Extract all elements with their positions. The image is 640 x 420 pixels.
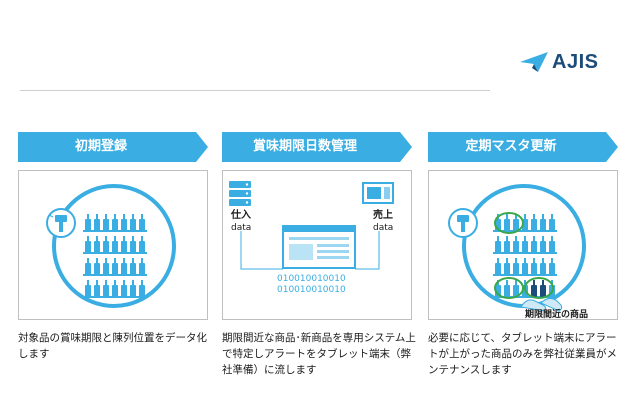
shelf-maintenance-icon: 期限間近の商品 <box>448 184 588 320</box>
step-3-illustration: 期限間近の商品 <box>428 170 618 320</box>
handheld-scanner-shelf-icon <box>46 184 176 308</box>
step-1-title: 初期登録 <box>18 132 208 162</box>
purchase-data-label: data <box>231 223 251 233</box>
step-1-illustration <box>18 170 208 320</box>
header-divider <box>20 90 490 91</box>
company-logo: AJIS <box>520 50 630 74</box>
sales-label: 売上 <box>373 208 393 221</box>
binary-line-1: 010010010010 <box>277 274 346 284</box>
step-2-illustration: 仕入 data 売上 data 010010010010 01001001001… <box>222 170 412 320</box>
purchase-label: 仕入 <box>230 208 251 221</box>
step-3-title: 定期マスタ更新 <box>428 132 618 162</box>
binary-line-2: 010010010010 <box>277 285 346 295</box>
logo-mark-icon <box>520 52 548 72</box>
logo-text: AJIS <box>552 51 599 73</box>
server-database-icon: 仕入 data 売上 data 010010010010 01001001001… <box>229 181 394 295</box>
sales-data-label: data <box>373 223 393 233</box>
step-initial-registration: 初期登録 <box>18 132 208 362</box>
step-2-title: 賞味期限日数管理 <box>222 132 412 162</box>
near-expiry-callout: 期限間近の商品 <box>525 308 588 320</box>
step-1-description: 対象品の賞味期限と陳列位置をデータ化します <box>18 332 207 360</box>
step-2-description: 期限間近な商品･新商品を専用システム上で特定しアラートをタブレット端末（弊社準備… <box>222 332 416 376</box>
step-expiry-management: 賞味期限日数管理 仕入 d <box>222 132 416 378</box>
step-3-description: 必要に応じて、タブレット端末にアラートが上がった商品のみを弊社従業員がメンテナン… <box>428 332 617 376</box>
step-master-update: 定期マスタ更新 <box>428 132 618 378</box>
